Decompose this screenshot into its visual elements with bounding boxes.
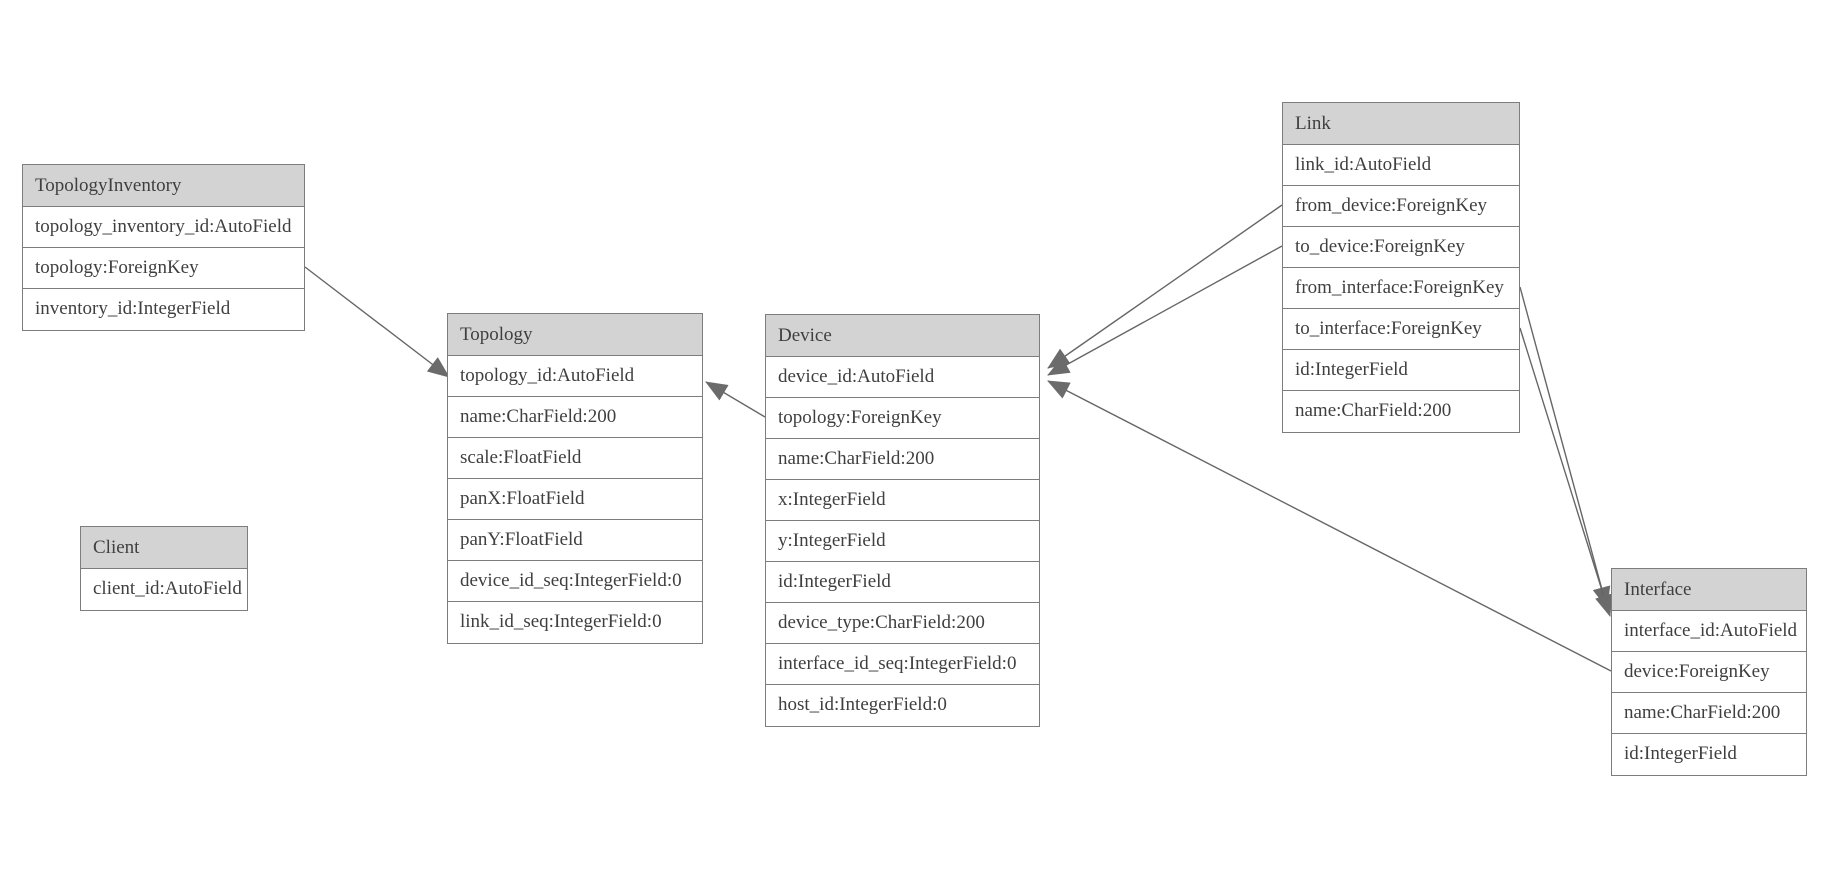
field-row: client_id:AutoField — [81, 569, 247, 610]
edge-link-from-interface-to-interface — [1519, 286, 1611, 609]
entity-title: Device — [766, 315, 1039, 357]
field-row: to_device:ForeignKey — [1283, 227, 1519, 268]
field-row: name:CharField:200 — [448, 397, 702, 438]
field-row: device_type:CharField:200 — [766, 603, 1039, 644]
field-row: panX:FloatField — [448, 479, 702, 520]
field-row: from_interface:ForeignKey — [1283, 268, 1519, 309]
field-row: name:CharField:200 — [1283, 391, 1519, 432]
field-row: link_id:AutoField — [1283, 145, 1519, 186]
edge-device-topology-to-topology — [705, 381, 766, 418]
field-row: host_id:IntegerField:0 — [766, 685, 1039, 726]
entity-title: Link — [1283, 103, 1519, 145]
field-row: id:IntegerField — [766, 562, 1039, 603]
entity-title: Client — [81, 527, 247, 569]
field-row: id:IntegerField — [1612, 734, 1806, 775]
field-row: y:IntegerField — [766, 521, 1039, 562]
field-row: from_device:ForeignKey — [1283, 186, 1519, 227]
field-row: topology:ForeignKey — [23, 248, 304, 289]
field-row: topology:ForeignKey — [766, 398, 1039, 439]
field-row: link_id_seq:IntegerField:0 — [448, 602, 702, 643]
edge-link-to-interface-to-interface — [1519, 327, 1613, 617]
field-row: topology_inventory_id:AutoField — [23, 207, 304, 248]
field-row: topology_id:AutoField — [448, 356, 702, 397]
entity-title: Topology — [448, 314, 702, 356]
field-row: name:CharField:200 — [1612, 693, 1806, 734]
field-row: interface_id:AutoField — [1612, 611, 1806, 652]
field-row: interface_id_seq:IntegerField:0 — [766, 644, 1039, 685]
edge-link-to-device-to-device — [1047, 245, 1283, 376]
field-row: x:IntegerField — [766, 480, 1039, 521]
edge-topologyinventory-topology-to-topology — [304, 266, 450, 378]
field-row: name:CharField:200 — [766, 439, 1039, 480]
field-row: panY:FloatField — [448, 520, 702, 561]
field-row: scale:FloatField — [448, 438, 702, 479]
field-row: id:IntegerField — [1283, 350, 1519, 391]
entity-title: Interface — [1612, 569, 1806, 611]
edge-link-from-device-to-device — [1047, 204, 1283, 369]
field-row: inventory_id:IntegerField — [23, 289, 304, 330]
field-row: device:ForeignKey — [1612, 652, 1806, 693]
field-row: device_id_seq:IntegerField:0 — [448, 561, 702, 602]
field-row: device_id:AutoField — [766, 357, 1039, 398]
entity-title: TopologyInventory — [23, 165, 304, 207]
field-row: to_interface:ForeignKey — [1283, 309, 1519, 350]
